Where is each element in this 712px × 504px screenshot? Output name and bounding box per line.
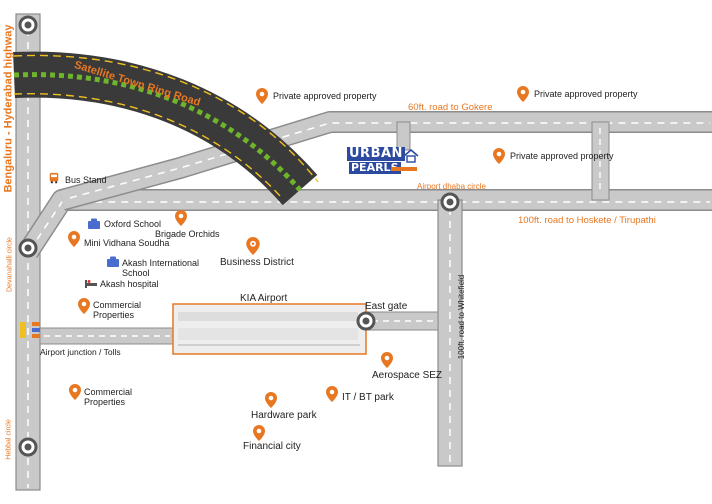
location-pin-icon	[265, 392, 277, 408]
road-100ft-label: 100ft. road to Hoskete / Tirupathi	[518, 215, 656, 226]
airport-junction-label: Airport junction / Tolls	[40, 347, 121, 357]
urban-pearls-logo: URBAN PEARLS	[347, 147, 419, 177]
hospital-bed-icon	[85, 280, 97, 288]
devanahalli-circle-label: Devanahalli circle	[6, 237, 14, 292]
highway-label: Bengaluru - Hyderabad highway	[2, 24, 15, 193]
logo-accent	[391, 167, 417, 171]
mini-vidhana-soudha-label: Mini Vidhana Soudha	[84, 238, 170, 248]
hebbal-circle-label: Hebbal circle	[5, 419, 13, 460]
kia-airport-label: KIA Airport	[240, 293, 288, 304]
location-pin-icon	[517, 86, 529, 102]
location-pin-icon	[256, 88, 268, 104]
location-pin-icon	[68, 231, 80, 247]
hardware-park-label: Hardware park	[251, 410, 317, 421]
business-district-label: Business District	[220, 257, 294, 268]
private-property-label-2: Private approved property	[534, 89, 638, 99]
bus-icon	[49, 172, 59, 184]
private-property-label-3: Private approved property	[510, 151, 614, 161]
commercial-properties-label-2: Commercial Properties	[84, 387, 133, 407]
akash-hospital-label: Akash hospital	[100, 279, 159, 289]
business-pin-icon	[246, 237, 260, 255]
bus-stand-label: Bus Stand	[65, 175, 107, 185]
akash-school-label: Akash International School	[122, 258, 200, 278]
location-pin-icon	[78, 298, 90, 314]
junction-markers	[18, 15, 460, 457]
private-property-label-1: Private approved property	[273, 91, 377, 101]
school-icon	[88, 218, 100, 229]
it-bt-park-label: IT / BT park	[342, 392, 394, 403]
commercial-properties-label-1: Commercial Properties	[93, 300, 142, 320]
financial-city-label: Financial city	[243, 441, 301, 452]
logo-line-2: PEARLS	[349, 161, 401, 174]
location-pin-icon	[253, 425, 265, 441]
location-pin-icon	[326, 386, 338, 402]
east-gate-label: East gate	[365, 301, 408, 312]
toll-icon	[20, 322, 40, 338]
road-60ft-label: 60ft. road to Gokere	[408, 102, 493, 113]
brigade-orchids-label: Brigade Orchids	[155, 229, 220, 239]
school-icon	[107, 256, 119, 267]
location-pin-icon	[493, 148, 505, 164]
aerospace-sez-label: Aerospace SEZ	[372, 370, 443, 381]
location-pin-icon	[69, 384, 81, 400]
whitefield-road-label: 100ft. road to Whitefield	[457, 274, 466, 360]
oxford-school-label: Oxford School	[104, 219, 162, 229]
location-pin-icon	[175, 210, 187, 226]
airport-dhaba-circle-label: Airport dhaba circle	[417, 182, 486, 191]
house-icon	[403, 149, 419, 163]
logo-line-1: URBAN	[347, 146, 405, 161]
location-pin-icon	[381, 352, 393, 368]
ring-road-median	[13, 72, 302, 192]
